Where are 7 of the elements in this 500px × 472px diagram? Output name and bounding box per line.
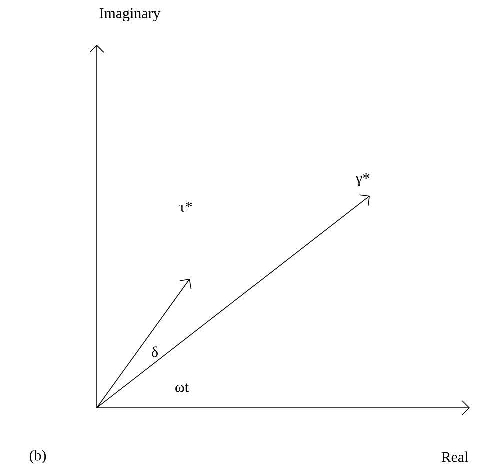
panel-label: (b) xyxy=(30,450,46,464)
vector-label: τ* xyxy=(180,202,192,212)
axis-label: Real xyxy=(442,452,468,462)
vector-label: γ* xyxy=(356,174,370,186)
angle-label: ωt xyxy=(176,384,189,392)
angle-label: δ xyxy=(152,346,158,358)
axis-label: Imaginary xyxy=(100,8,161,22)
